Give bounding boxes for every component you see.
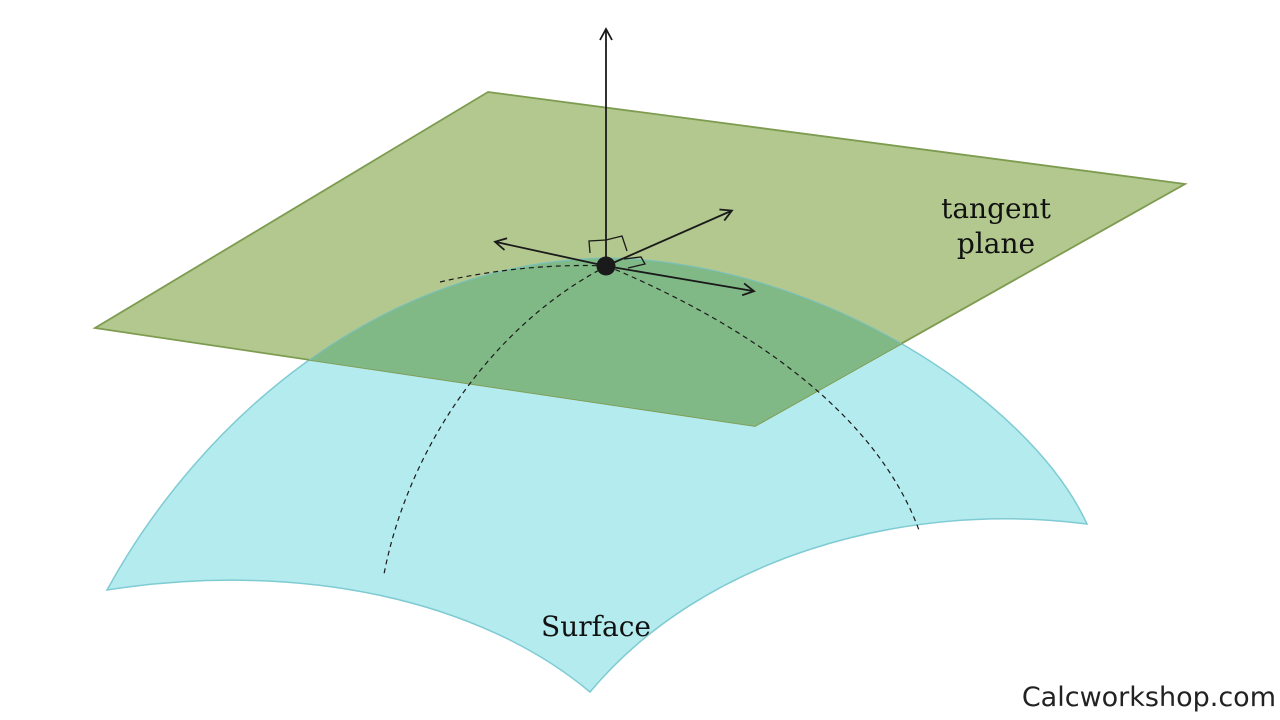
right-angle-marker-left [588,239,607,254]
tangent-vector-lower-right-arrow [605,265,756,297]
tangent-plane-label-line1: tangent [941,192,1052,225]
tangent-plane-label-line2: plane [957,227,1035,260]
tangent-vector-upper-right-arrow [605,208,734,267]
right-angle-marker-bottom [623,256,646,269]
surface-label: Surface [541,610,651,643]
tangent-vector-left-arrow [493,237,607,267]
dashed-curve-right [606,265,921,534]
dashed-curve-left [383,265,608,575]
point-of-tangency [596,256,616,276]
watermark: Calcworkshop.com [1022,682,1276,713]
dashed-curve-top [439,264,608,283]
right-angle-marker-right [605,235,628,252]
